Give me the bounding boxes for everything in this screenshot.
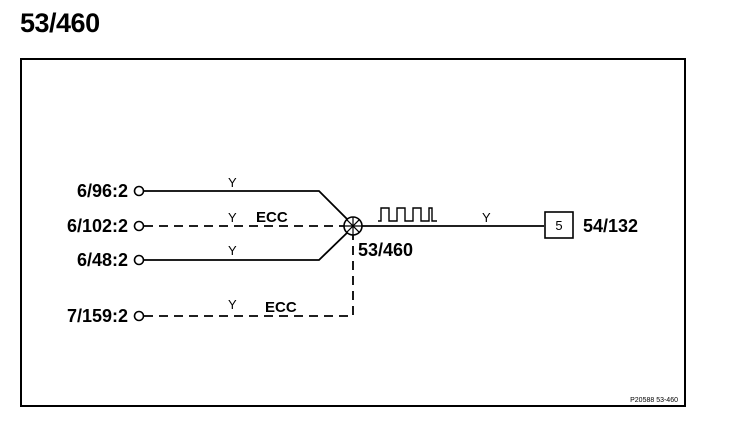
connector-label-7-159-2: 7/159:2 [67, 306, 128, 326]
wire-6-48-2 [144, 229, 351, 261]
figure-reference: P20588 53-460 [630, 397, 678, 404]
diagram-frame [20, 58, 686, 407]
wire-label-output: Y [482, 210, 491, 225]
terminal-7-159-2 [133, 310, 145, 322]
splice-label: 53/460 [358, 240, 413, 260]
connector-label-6-96-2: 6/96:2 [77, 181, 128, 201]
square-wave-icon [378, 207, 437, 222]
target-label: 54/132 [583, 216, 638, 236]
page-title: 53/460 [20, 8, 100, 38]
wire-label-w1: Y [228, 175, 237, 190]
connector-label-6-102-2: 6/102:2 [67, 216, 128, 236]
wire-label-w2-ecc: ECC [256, 209, 288, 226]
wire-7-159-2 [144, 234, 354, 317]
wire-label-w4: Y [228, 297, 237, 312]
target-pin-box [544, 211, 574, 239]
terminal-6-96-2 [133, 185, 145, 197]
splice-icon [343, 216, 363, 236]
wire-label-w3: Y [228, 243, 237, 258]
terminal-6-48-2 [133, 254, 145, 266]
wire-label-w4-ecc: ECC [265, 299, 297, 316]
connector-label-6-48-2: 6/48:2 [77, 250, 128, 270]
target-pin-number: 5 [555, 218, 562, 233]
terminal-6-102-2 [133, 220, 145, 232]
wire-6-96-2 [144, 190, 351, 223]
wire-label-w2: Y [228, 210, 237, 225]
